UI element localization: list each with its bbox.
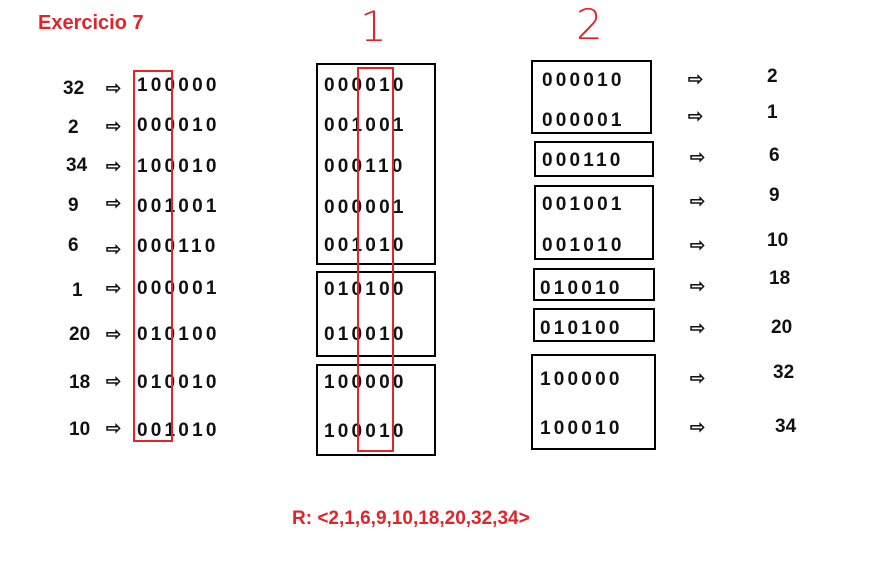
arrow-right-icon: ⇨ — [690, 318, 706, 338]
pass2-bits: 010100 — [540, 318, 623, 339]
pass1-group-2 — [316, 364, 436, 456]
pass2-bits: 000110 — [542, 150, 624, 171]
pass2-bits: 001001 — [542, 194, 625, 215]
input-bits: 000110 — [137, 236, 219, 257]
arrow-right-icon: ⇨ — [690, 191, 706, 211]
pass2-bits: 000010 — [542, 70, 625, 91]
input-bits: 010100 — [137, 324, 220, 345]
pass1-bits: 000010 — [324, 75, 407, 96]
pass2-group-3 — [533, 268, 655, 301]
arrow-right-icon: ⇨ — [690, 276, 706, 296]
arrow-right-icon: ⇨ — [690, 235, 706, 255]
result-number: 34 — [775, 416, 797, 437]
input-bits: 001001 — [137, 196, 220, 217]
pass1-bits: 010010 — [324, 324, 407, 345]
step-label-2: 2 — [576, 0, 603, 49]
pass1-group-0 — [316, 63, 436, 265]
pass1-bits: 000110 — [324, 156, 406, 177]
pass2-bits: 100000 — [540, 369, 623, 390]
pass1-bits: 010100 — [324, 279, 407, 300]
input-number: 10 — [69, 419, 91, 440]
answer-text: R: <2,1,6,9,10,18,20,32,34> — [292, 508, 530, 529]
input-bits: 010010 — [137, 372, 220, 393]
arrow-right-icon: ⇨ — [106, 116, 122, 136]
pass2-bits: 010010 — [540, 278, 623, 299]
arrow-right-icon: ⇨ — [106, 156, 122, 176]
pass1-bits: 100010 — [324, 421, 407, 442]
pass2-group-0 — [531, 60, 652, 134]
result-number: 20 — [771, 317, 793, 338]
input-number: 1 — [72, 280, 83, 301]
result-number: 1 — [767, 102, 778, 123]
pass2-bits: 000001 — [542, 110, 625, 131]
input-number: 6 — [68, 235, 79, 256]
input-bits: 100010 — [137, 156, 220, 177]
arrow-right-icon: ⇨ — [106, 193, 122, 213]
pass2-group-5 — [531, 354, 656, 450]
arrow-right-icon: ⇨ — [106, 78, 122, 98]
input-bits: 000001 — [137, 278, 220, 299]
pass2-bits: 100010 — [540, 418, 623, 439]
pass1-bits: 100000 — [324, 372, 407, 393]
result-number: 9 — [769, 185, 780, 206]
input-msb-highlight — [133, 70, 173, 442]
result-number: 6 — [769, 145, 780, 166]
pass2-bits: 001010 — [542, 235, 625, 256]
input-bits: 001010 — [137, 420, 220, 441]
input-bits: 000010 — [137, 115, 220, 136]
pass2-group-4 — [533, 308, 655, 342]
pass1-bits: 000001 — [324, 197, 407, 218]
result-number: 32 — [773, 362, 795, 383]
arrow-right-icon: ⇨ — [688, 106, 704, 126]
input-bits: 100000 — [137, 75, 220, 96]
input-number: 34 — [66, 155, 88, 176]
step-label-1: 1 — [360, 2, 387, 51]
result-number: 18 — [769, 268, 791, 289]
pass1-bit-highlight — [357, 67, 394, 452]
input-number: 32 — [63, 78, 85, 99]
pass1-group-1 — [316, 271, 436, 357]
pass1-bits: 001010 — [324, 235, 407, 256]
pass2-group-1 — [534, 141, 654, 177]
pass1-bits: 001001 — [324, 115, 407, 136]
exercise-title: Exercicio 7 — [38, 12, 144, 34]
arrow-right-icon: ⇨ — [106, 324, 122, 344]
arrow-right-icon: ⇨ — [690, 368, 706, 388]
arrow-right-icon: ⇨ — [690, 417, 706, 437]
input-number: 2 — [68, 117, 79, 138]
input-number: 9 — [68, 195, 79, 216]
arrow-right-icon: ⇨ — [690, 147, 706, 167]
result-number: 2 — [767, 66, 778, 87]
input-number: 20 — [69, 324, 91, 345]
arrow-right-icon: ⇨ — [106, 278, 122, 298]
result-number: 10 — [767, 230, 789, 251]
arrow-right-icon: ⇨ — [688, 69, 704, 89]
arrow-right-icon: ⇨ — [106, 371, 122, 391]
arrow-right-icon: ⇨ — [106, 239, 122, 259]
pass2-group-2 — [534, 185, 654, 260]
arrow-right-icon: ⇨ — [106, 418, 122, 438]
input-number: 18 — [69, 372, 91, 393]
